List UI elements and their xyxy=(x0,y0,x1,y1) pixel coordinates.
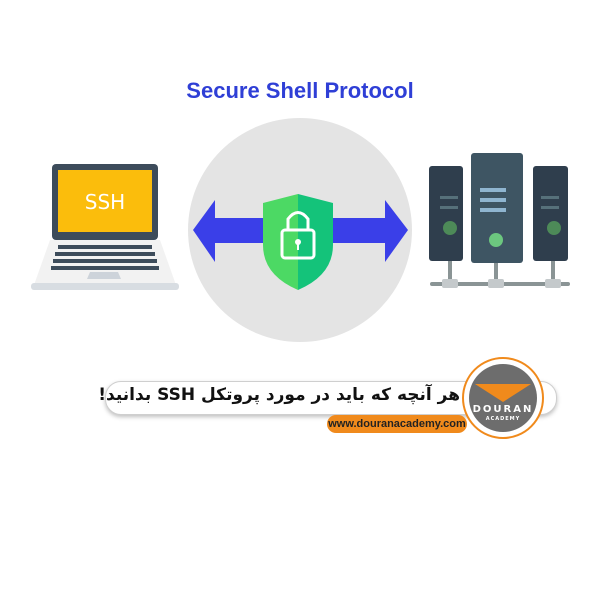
laptop-icon: SSH xyxy=(31,164,179,290)
svg-text:ACADEMY: ACADEMY xyxy=(486,416,521,422)
server-rack-icon xyxy=(429,153,570,288)
caption-text: هر آنچه که باید در مورد پروتکل SSH بدانی… xyxy=(98,385,460,405)
website-link[interactable]: www.douranacademy.com xyxy=(327,415,467,433)
page-title: Secure Shell Protocol xyxy=(186,78,414,103)
shield-lock-icon xyxy=(263,194,333,290)
douran-academy-logo: DOURAN ACADEMY xyxy=(462,357,544,439)
svg-text:DOURAN: DOURAN xyxy=(473,404,534,415)
laptop-screen-text: SSH xyxy=(85,190,125,214)
